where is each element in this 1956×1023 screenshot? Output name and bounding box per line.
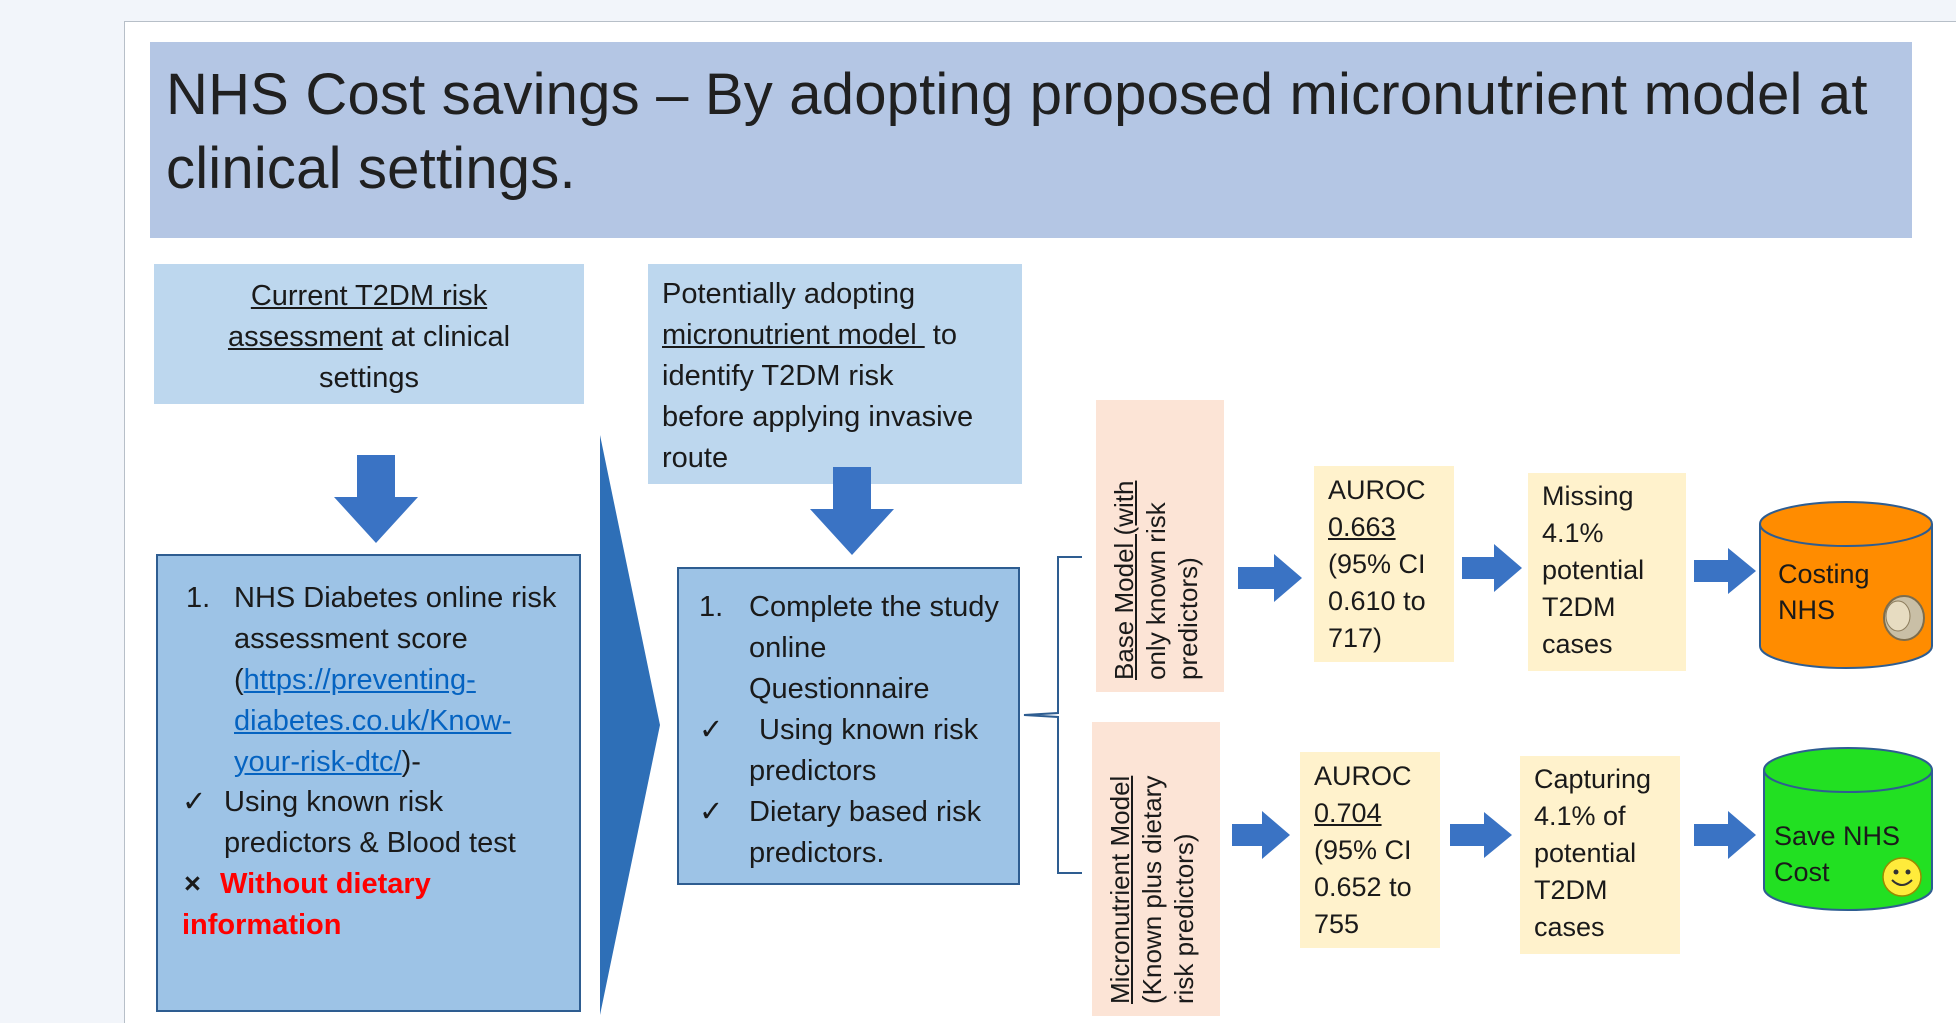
right-arrow-icon — [1232, 811, 1290, 859]
proposed-line3: identify T2DM risk — [662, 360, 894, 392]
current-header-line2-rest: at clinical — [382, 321, 511, 353]
check-icon: ✓ — [699, 796, 724, 828]
proposed-line5: route — [662, 442, 729, 474]
proposed-item-text: Complete the study online Questionnaire — [749, 591, 999, 705]
micro-outcome-line2: 4.1% of — [1534, 801, 1626, 831]
micro-outcome-line1: Capturing — [1534, 764, 1652, 794]
brace-connector — [1023, 556, 1082, 874]
title-bar — [150, 42, 1912, 238]
cost-cylinder-icon — [1759, 501, 1933, 669]
costing-line1: Costing — [1778, 559, 1870, 589]
right-arrow-icon — [1694, 548, 1756, 594]
savings-cylinder-icon — [1763, 747, 1933, 911]
save-nhs-label: Save NHS Cost — [1774, 818, 1900, 890]
base-ci-line1: (95% CI — [1328, 549, 1426, 579]
current-link-close: )- — [401, 746, 421, 778]
current-header-line1: Current T2DM risk — [250, 280, 488, 312]
right-arrow-icon — [1238, 554, 1302, 602]
proposed-check1-text: Using known risk predictors — [749, 714, 979, 787]
micro-model-label-line3: risk predictors) — [1169, 833, 1199, 1004]
check-icon: ✓ — [699, 714, 724, 746]
current-check-text: Using known risk predictors & Blood test — [224, 786, 516, 859]
proposed-model-details: 1. Complete the study online Questionnai… — [677, 567, 1020, 885]
costing-nhs-label: Costing NHS — [1778, 556, 1870, 628]
base-model-label-box — [1096, 400, 1224, 692]
without-dietary-warning: Without dietary information — [182, 868, 431, 941]
micro-model-label: Micronutrient Model (Known plus dietary … — [1104, 776, 1200, 1004]
proposed-line1: Potentially adopting — [662, 278, 916, 310]
current-item-text: NHS Diabetes online risk assessment scor… — [234, 582, 557, 655]
chevron-arrow-icon — [600, 435, 660, 1015]
down-arrow-icon — [810, 467, 894, 555]
current-assessment-details: 1. NHS Diabetes online risk assessment s… — [156, 554, 581, 1012]
current-header-line2-underlined: assessment — [227, 321, 383, 353]
micro-model-label-box — [1092, 722, 1220, 1016]
base-outcome-line3: potential — [1542, 555, 1645, 585]
micro-auroc-value: 0.704 — [1314, 798, 1382, 828]
micro-outcome-line5: cases — [1534, 912, 1605, 942]
micro-outcome-line4: T2DM — [1534, 875, 1608, 905]
current-assessment-header: Current T2DM risk assessment at clinical… — [154, 264, 584, 404]
down-arrow-icon — [334, 455, 418, 543]
proposed-model-header: Potentially adopting micronutrient model… — [648, 264, 1022, 484]
base-outcome-line2: 4.1% — [1542, 518, 1604, 548]
micro-ci-line3: 755 — [1314, 909, 1360, 939]
base-outcome-line4: T2DM — [1542, 592, 1616, 622]
base-auroc-heading: AUROC — [1328, 475, 1426, 505]
proposed-item-number: 1. — [699, 591, 724, 623]
base-model-label-line3: predictors) — [1173, 557, 1203, 680]
base-outcome-line1: Missing — [1542, 481, 1634, 511]
base-auroc-value: 0.663 — [1328, 512, 1396, 542]
current-header-line3: settings — [319, 362, 419, 394]
save-line1: Save NHS — [1774, 821, 1901, 851]
base-ci-line2: 0.610 to — [1328, 586, 1426, 616]
coins-icon — [1883, 595, 1925, 641]
base-model-label: Base Model (with only known risk predict… — [1108, 481, 1204, 680]
proposed-check2-text: Dietary based risk predictors. — [749, 796, 982, 869]
smiley-icon — [1882, 857, 1922, 897]
micro-ci-line1: (95% CI — [1314, 835, 1412, 865]
proposed-line4: before applying invasive — [662, 401, 974, 433]
save-line2: Cost — [1774, 857, 1830, 887]
proposed-line2-rest: to — [924, 319, 957, 351]
micro-outcome-line3: potential — [1534, 838, 1637, 868]
right-arrow-icon — [1694, 811, 1756, 859]
base-model-label-line1: Base Model (with — [1109, 480, 1139, 680]
base-ci-line3: 717) — [1328, 623, 1383, 653]
base-outcome-line5: cases — [1542, 629, 1613, 659]
micro-auroc-heading: AUROC — [1314, 761, 1412, 791]
risk-assessment-link[interactable]: https://preventing-diabetes.co.uk/Know-y… — [234, 664, 512, 778]
micro-outcome-box: Capturing 4.1% of potential T2DM cases — [1520, 756, 1680, 954]
current-link-open: ( — [234, 664, 244, 696]
cross-icon: × — [184, 868, 201, 900]
micro-auroc-box: AUROC 0.704 (95% CI 0.652 to 755 — [1300, 752, 1440, 948]
check-icon: ✓ — [182, 786, 207, 818]
right-arrow-icon — [1462, 544, 1522, 592]
proposed-line2-underlined: micronutrient model — [662, 319, 925, 351]
costing-line2: NHS — [1778, 595, 1836, 625]
base-outcome-box: Missing 4.1% potential T2DM cases — [1528, 473, 1686, 671]
micro-ci-line2: 0.652 to — [1314, 872, 1412, 902]
micro-model-label-line2: (Known plus dietary — [1137, 775, 1167, 1004]
current-item-number: 1. — [186, 582, 211, 614]
slide-title: NHS Cost savings – By adopting proposed … — [166, 62, 1868, 201]
base-model-label-line2: only known risk — [1141, 502, 1171, 680]
base-auroc-box: AUROC 0.663 (95% CI 0.610 to 717) — [1314, 466, 1454, 662]
right-arrow-icon — [1450, 812, 1512, 858]
micro-model-label-line1: Micronutrient Model — [1105, 775, 1135, 1004]
